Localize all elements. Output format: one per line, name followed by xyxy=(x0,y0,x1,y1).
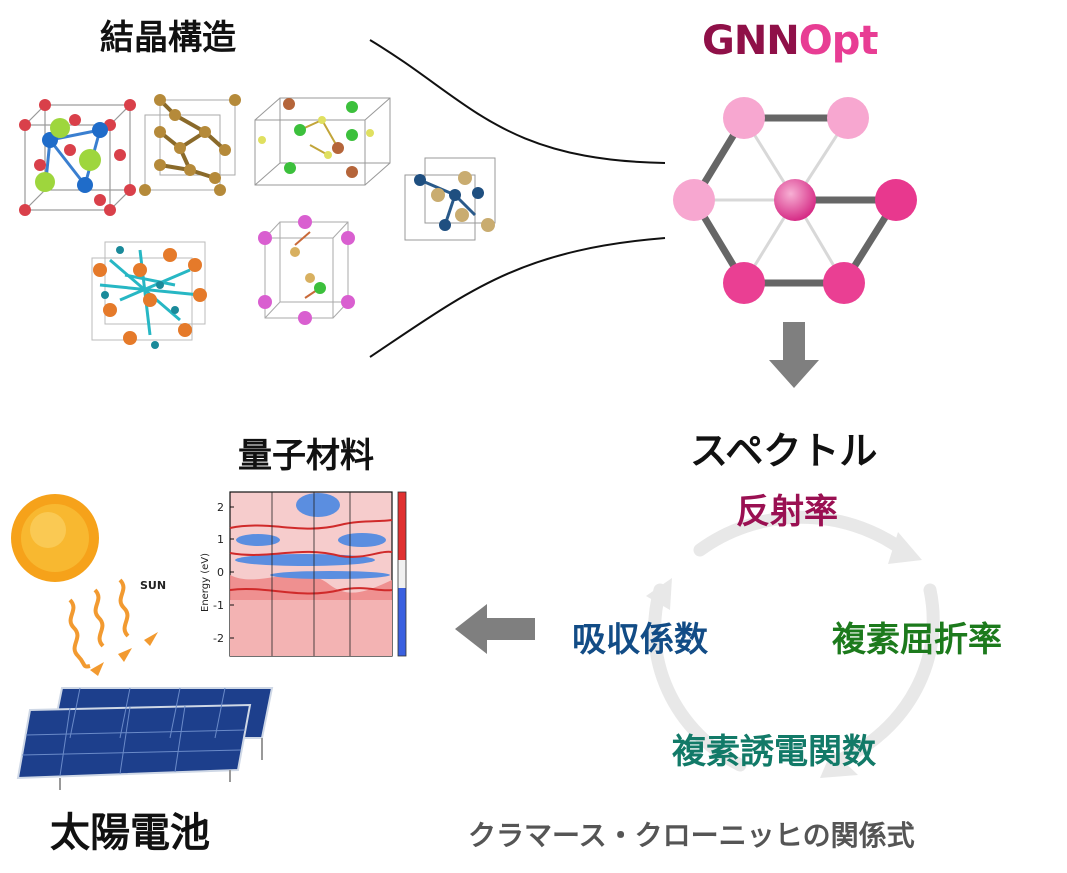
band-ytick-label: -1 xyxy=(213,599,224,612)
gnn-node xyxy=(823,262,865,304)
crystal-structure-6 xyxy=(258,215,355,325)
crystal-structure-5 xyxy=(91,241,207,349)
sun-ray-arrows xyxy=(68,578,130,669)
crystal-structure-4 xyxy=(404,157,496,241)
solar-cell-title: 太陽電池 xyxy=(50,810,210,856)
crystal-structure-2 xyxy=(139,94,241,196)
crystal-structure-3 xyxy=(254,97,391,186)
band-ytick-label: -2 xyxy=(213,632,224,645)
quantum-material-title: 量子材料 xyxy=(238,436,374,476)
band-ylabel: Energy (eV) xyxy=(200,553,211,612)
gnn-node xyxy=(723,262,765,304)
band-ytick-label: 2 xyxy=(217,501,224,514)
gnn-node xyxy=(875,179,917,221)
gnn-node xyxy=(774,179,816,221)
solar-panels xyxy=(16,687,274,790)
gnnopt-title: GNNOpt xyxy=(702,18,879,64)
spectrum-title: スペクトル xyxy=(690,429,878,473)
down-arrow xyxy=(769,322,819,388)
gnn-node xyxy=(673,179,715,221)
gnn-node xyxy=(723,97,765,139)
connector-curve-top xyxy=(369,39,666,164)
crystal-structure-title: 結晶構造 xyxy=(100,18,236,58)
sun-icon xyxy=(11,494,99,582)
sun-label: SUN xyxy=(140,579,166,592)
band-ytick-label: 1 xyxy=(217,533,224,546)
connector-curve-bottom xyxy=(369,237,666,358)
band-structure-plot: 2 1 0 -1 -2 Energy (eV) xyxy=(200,491,407,657)
dielectric-function-label: 複素誘電関数 xyxy=(672,732,876,772)
gnnopt-title-gnn: GNN xyxy=(702,18,800,64)
gnnopt-title-opt: Opt xyxy=(798,18,879,64)
crystal-structure-1 xyxy=(19,99,136,216)
reflectance-label: 反射率 xyxy=(736,492,838,532)
kramers-kronig-label: クラマース・クローニッヒの関係式 xyxy=(468,819,915,852)
band-ytick-label: 0 xyxy=(217,566,224,579)
absorption-coefficient-label: 吸収係数 xyxy=(572,620,708,660)
refractive-index-label: 複素屈折率 xyxy=(832,620,1002,660)
cycle-arrows xyxy=(648,510,940,772)
gnn-node xyxy=(827,97,869,139)
left-arrow xyxy=(455,604,535,654)
